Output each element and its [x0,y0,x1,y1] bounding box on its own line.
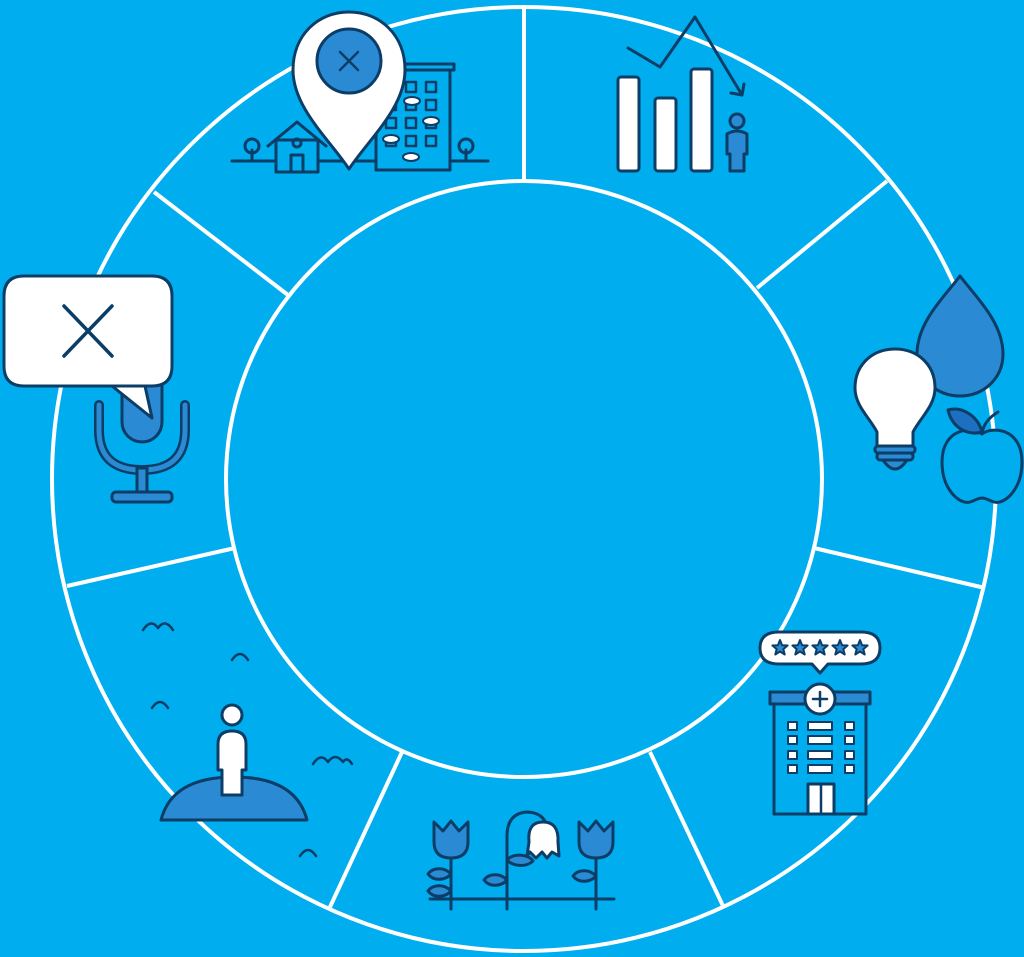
rating-stars [771,639,869,656]
inner-ring-circle [224,179,824,779]
star-icon [831,639,849,656]
star-icon [791,639,809,656]
rated-hospital-icon [758,630,882,816]
divider-line [328,751,404,908]
water-bulb-apple-icon [853,274,1024,504]
map-pin-x-neighborhood-icon [230,10,490,174]
star-icon [851,639,869,656]
divider-line [66,546,236,588]
divider-line [755,179,889,290]
silenced-microphone-icon [2,274,190,504]
divider-line [813,546,986,590]
star-icon [771,639,789,656]
tulips-flowers-icon [426,810,616,911]
divider-line [152,190,290,297]
divider-line [648,751,726,909]
birds [141,622,354,858]
declining-bar-chart-person-icon [616,15,749,173]
person-on-island-icon [141,622,354,858]
star-icon [811,639,829,656]
